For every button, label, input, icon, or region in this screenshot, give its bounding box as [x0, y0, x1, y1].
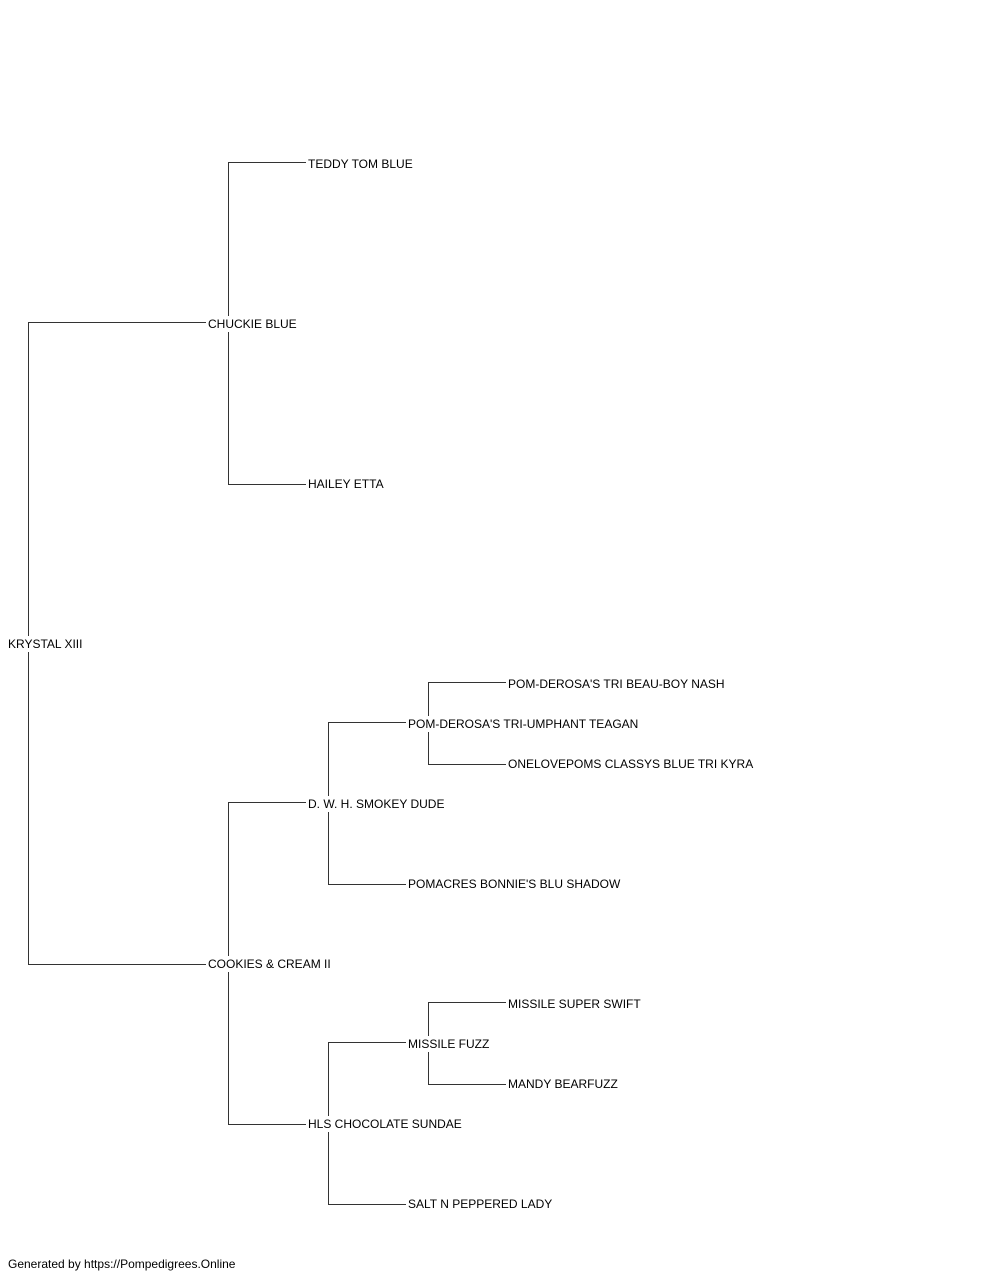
ancestor-nash-name: POM-DEROSA'S TRI BEAU-BOY NASH	[508, 677, 725, 691]
connector-teagan-to-kyra	[428, 732, 506, 765]
connector-subject-to-dam	[28, 652, 206, 965]
dam-name: COOKIES & CREAM II	[208, 957, 331, 971]
sire-name: CHUCKIE BLUE	[208, 317, 297, 331]
connector-sire-to-paternal-granddam	[228, 332, 306, 485]
maternal-granddam-name: HLS CHOCOLATE SUNDAE	[308, 1117, 462, 1131]
subject-name: KRYSTAL XIII	[8, 637, 83, 651]
maternal-grandsire-name: D. W. H. SMOKEY DUDE	[308, 797, 445, 811]
connector-dam-to-maternal-granddam	[228, 972, 306, 1125]
connector-sire-to-paternal-grandsire	[228, 162, 306, 316]
connector-missile-fuzz-to-bearfuzz	[428, 1052, 506, 1085]
connector-teagan-to-nash	[428, 682, 506, 716]
connector-sundae-to-salt-n-peppered	[328, 1132, 406, 1205]
great-grandsire-teagan-name: POM-DEROSA'S TRI-UMPHANT TEAGAN	[408, 717, 639, 731]
connector-dam-to-maternal-grandsire	[228, 802, 306, 956]
paternal-grandsire-name: TEDDY TOM BLUE	[308, 157, 413, 171]
paternal-granddam-name: HAILEY ETTA	[308, 477, 384, 491]
connector-smokey-dude-to-blu-shadow	[328, 812, 406, 885]
ancestor-super-swift-name: MISSILE SUPER SWIFT	[508, 997, 641, 1011]
ancestor-bearfuzz-name: MANDY BEARFUZZ	[508, 1077, 618, 1091]
connector-smokey-dude-to-teagan	[328, 722, 406, 796]
connector-missile-fuzz-to-super-swift	[428, 1002, 506, 1036]
connector-sundae-to-missile-fuzz	[328, 1042, 406, 1116]
generator-credit: Generated by https://Pompedigrees.Online	[8, 1257, 236, 1271]
great-grandsire-missile-fuzz-name: MISSILE FUZZ	[408, 1037, 490, 1051]
great-granddam-salt-n-peppered-name: SALT N PEPPERED LADY	[408, 1197, 553, 1211]
connector-subject-to-sire	[28, 322, 206, 636]
ancestor-kyra-name: ONELOVEPOMS CLASSYS BLUE TRI KYRA	[508, 757, 754, 771]
great-granddam-blu-shadow-name: POMACRES BONNIE'S BLU SHADOW	[408, 877, 621, 891]
